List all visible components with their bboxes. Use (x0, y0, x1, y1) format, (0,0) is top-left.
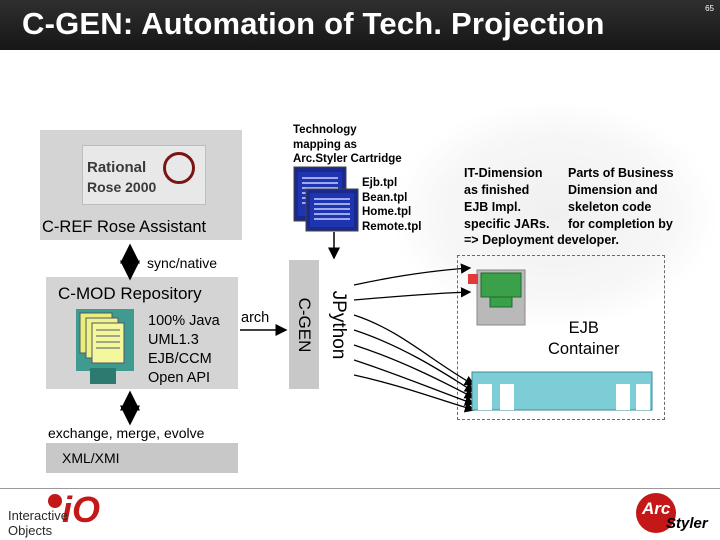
background-watermark (390, 100, 720, 330)
parts-business-text: Parts of Business Dimension and skeleton… (568, 166, 674, 231)
io-logo-dot-icon (48, 494, 62, 508)
template-documents-icon (293, 166, 359, 232)
repository-icon (76, 309, 134, 384)
cmod-title: C-MOD Repository (58, 284, 202, 303)
cgen-column: C-GEN (289, 260, 319, 389)
xml-panel (46, 443, 238, 473)
slide-number: 65 (705, 4, 714, 13)
rational-rose-logo: Rational Rose 2000 (82, 145, 206, 205)
container-icon (471, 371, 653, 411)
deployment-text: => Deployment developer. (464, 233, 619, 247)
slide-title: C-GEN: Automation of Tech. Projection (22, 6, 605, 41)
cmod-feature: EJB/CCM (148, 351, 212, 367)
interactive-objects-logo-text: Interactive Objects (8, 508, 68, 538)
arcstyler-logo: Arc Styler (636, 493, 716, 539)
ejb-component-icon (468, 269, 526, 326)
ejb-container-label: EJB Container (548, 319, 620, 358)
arc-logo-word: Arc (642, 499, 671, 518)
template-file: Bean.tpl (362, 191, 408, 204)
io-logo-mark: iO (62, 489, 101, 530)
cref-label: C-REF Rose Assistant (42, 218, 207, 236)
template-list: Ejb.tpl Bean.tpl Home.tpl Remote.tpl (362, 176, 421, 234)
rose-logo-word1: Rational (87, 159, 147, 176)
cmod-feature: Open API (148, 370, 211, 386)
ejb-container-box (457, 255, 665, 420)
arc-circle-icon (636, 493, 676, 533)
footer-divider (0, 488, 720, 489)
xml-label: XML/XMI (62, 450, 120, 466)
rose-mark-icon (163, 152, 195, 184)
generation-arrows (353, 263, 476, 413)
technology-mapping-label: Technology mapping as Arc.Styler Cartrid… (293, 124, 402, 165)
sync-label: sync/native (147, 255, 218, 271)
template-file: Home.tpl (362, 206, 412, 218)
it-dimension-text: IT-Dimension as finished EJB Impl. speci… (464, 166, 550, 231)
template-file: Ejb.tpl (362, 177, 398, 189)
arch-label: arch (241, 310, 270, 326)
exchange-label: exchange, merge, evolve (48, 425, 205, 441)
styler-logo-word: Styler (666, 515, 708, 532)
title-bar (0, 0, 720, 50)
cmod-feature-list: 100% Java UML1.3 EJB/CCM Open API (148, 312, 220, 388)
jpython-column: JPython (321, 260, 354, 389)
cmod-feature: UML1.3 (148, 332, 199, 348)
template-file: Remote.tpl (362, 220, 422, 233)
rose-logo-word2: Rose 2000 (87, 179, 157, 195)
cmod-feature: 100% Java (148, 313, 220, 329)
